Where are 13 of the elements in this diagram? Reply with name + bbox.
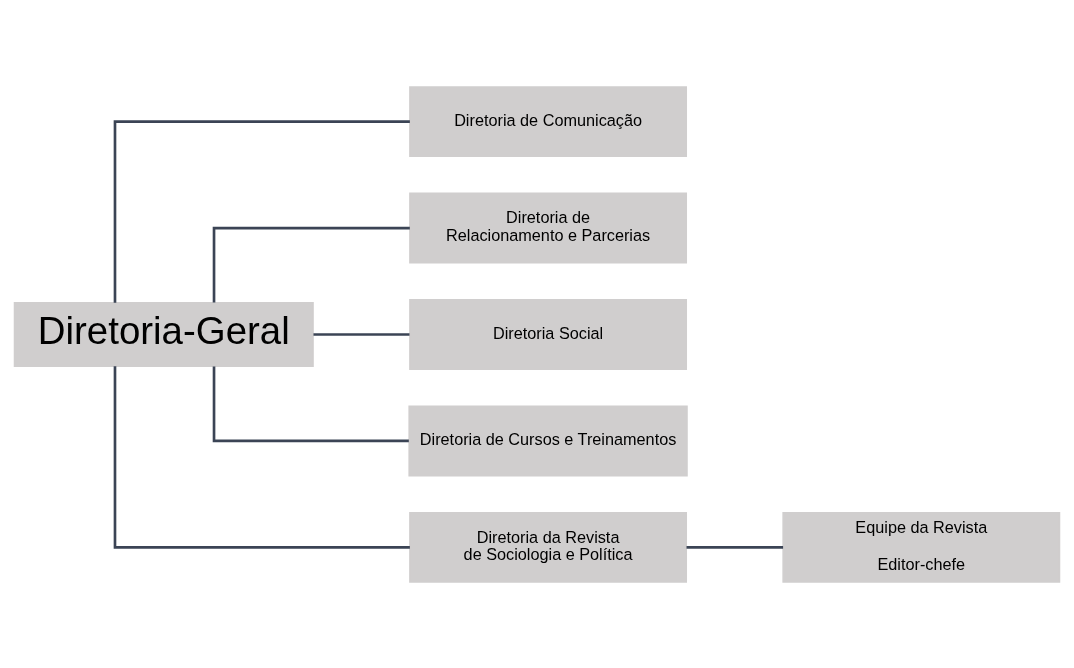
node-box: Diretoria de Cursos e Treinamentos [408,404,688,476]
node-box: Diretoria de Relacionamento e Parcerias [409,192,688,264]
connector [113,365,410,549]
connector [212,365,409,442]
node-box: Equipe da Revista Editor-chefe [782,511,1061,583]
connector [113,119,410,303]
node-box: Diretoria-Geral [13,301,314,367]
node-box: Diretoria de Comunicação [409,85,688,157]
connector [686,545,784,549]
node-box: Diretoria Social [409,298,688,370]
connector [313,332,410,336]
connector [212,226,410,303]
node-box: Diretoria da Revista de Sociologia e Política [409,511,688,583]
